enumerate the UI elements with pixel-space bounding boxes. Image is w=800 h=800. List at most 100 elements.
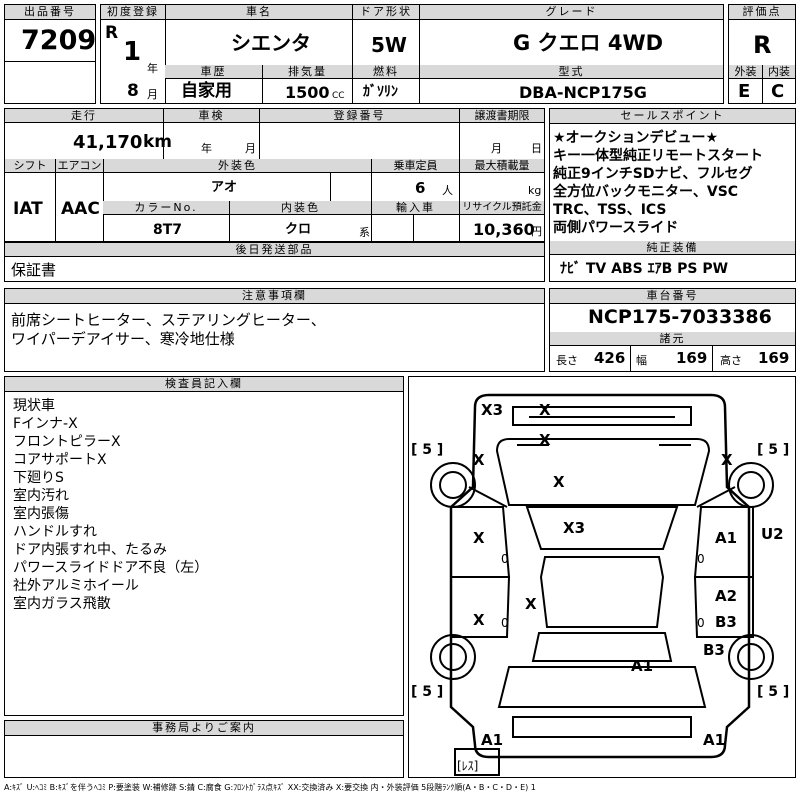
spare-label: [ﾚｽ] [457, 759, 479, 773]
color-no-value: 8T7 [153, 222, 183, 238]
lot-number-value: 7209 [21, 25, 97, 56]
damage-mark: X [539, 431, 551, 449]
transfer-deadline-label: 譲渡書期限 [459, 109, 544, 123]
inspection-year-unit: 年 [201, 142, 212, 155]
later-parts-box: 後日発送部品 保証書 [4, 242, 545, 282]
recycle-unit: 円 [531, 225, 542, 238]
lot-number-lower-box [4, 61, 96, 104]
color-no-label: カラーNo. [103, 201, 229, 215]
equipment-label: 純正装備 [550, 241, 795, 255]
later-parts-label: 後日発送部品 [5, 243, 544, 257]
inspector-line: パワースライドドア不良（左） [13, 560, 209, 576]
inspection-label: 車検 [163, 109, 259, 123]
transfer-month-unit: 月 [491, 142, 502, 155]
mileage-unit: km [143, 132, 173, 152]
displacement-unit: CC [332, 91, 345, 101]
first-reg-year: 1 [123, 37, 142, 67]
damage-mark: A1 [703, 731, 726, 749]
inspector-line: 室内汚れ [13, 488, 69, 504]
ext-score-label: 外装 [729, 65, 762, 79]
notes-line: 前席シートヒーター、ステアリングヒーター、 [11, 311, 326, 329]
sales-point-line: キー一体型純正リモートスタート [553, 148, 763, 164]
lot-number-box: 出品番号 7209 [4, 4, 96, 62]
damage-mark: U2 [761, 525, 784, 543]
max-load-label: 最大積載量 [459, 159, 544, 173]
inspector-box: 検査員記入欄 現状車 Fインナ-X フロントピラーX コアサポートX 下廻りS … [4, 376, 404, 716]
tire-label-rl: [ 5 ] [411, 684, 444, 700]
length-label: 長さ [556, 354, 578, 367]
score-box: 評価点 R 外装 内装 E C [728, 4, 796, 104]
aircon-value: AAC [61, 199, 100, 219]
grade-value: G クエロ 4WD [513, 31, 664, 55]
legend-text: A:ｷｽﾞ U:ﾍｺﾐ B:ｷｽﾞを伴うﾍｺﾐ P:要塗装 W:補修跡 S:錆 … [4, 783, 536, 792]
height-value: 169 [758, 349, 790, 367]
score-value: R [753, 31, 772, 59]
int-color-suffix: 系 [359, 226, 370, 239]
reg-no-label: 登録番号 [259, 109, 459, 123]
ext-score-value: E [738, 81, 751, 102]
inspector-line: コアサポートX [13, 452, 107, 468]
zero-mark: 0 [501, 616, 509, 630]
zero-mark: 0 [697, 552, 705, 566]
first-reg-label: 初度登録 [101, 5, 165, 20]
notes-box: 注意事項欄 前席シートヒーター、ステアリングヒーター、 ワイパーデアイサー、寒冷… [4, 288, 545, 372]
length-value: 426 [594, 349, 626, 367]
first-reg-era: R [105, 23, 119, 43]
damage-mark: A1 [715, 529, 738, 547]
inspector-line: 現状車 [13, 398, 55, 414]
damage-mark: X [553, 473, 565, 491]
damage-mark: X [473, 529, 485, 547]
capacity-unit: 人 [442, 184, 453, 197]
int-color-label: 内装色 [229, 201, 371, 215]
office-box: 事務局よりご案内 [4, 720, 404, 778]
score-label: 評価点 [729, 5, 795, 20]
notes-label: 注意事項欄 [5, 289, 544, 304]
displacement-label: 排気量 [262, 65, 352, 79]
car-outline [430, 393, 774, 776]
model-value: DBA-NCP175G [519, 83, 647, 102]
damage-mark: A2 [715, 587, 738, 605]
vehicle-info-box: 初度登録 車名 ドア形状 グレード R 1 年 8 月 シエンタ 5W G クエ… [100, 4, 724, 104]
tire-label-rr: [ 5 ] [757, 684, 790, 700]
damage-mark: X [473, 611, 485, 629]
dims-label: 諸元 [550, 332, 795, 346]
inspector-label: 検査員記入欄 [5, 377, 403, 392]
int-score-label: 内装 [762, 65, 795, 79]
chassis-box: 車台番号 NCP175-7033386 諸元 長さ 426 幅 169 高さ 1… [549, 288, 796, 372]
chassis-label: 車台番号 [550, 289, 795, 304]
car-diagram: [ 5 ] [ 5 ] [ 5 ] [ 5 ] [ﾚｽ] X3 X X X X … [408, 376, 796, 778]
transfer-day-unit: 日 [531, 142, 542, 155]
car-name-value: シエンタ [231, 31, 311, 55]
shift-label: シフト [5, 159, 55, 173]
damage-mark: X [525, 595, 537, 613]
damage-mark: B3 [703, 641, 725, 659]
inspector-line: 室内ガラス飛散 [13, 596, 111, 612]
grade-label: グレード [419, 5, 723, 20]
notes-line: ワイパーデアイサー、寒冷地仕様 [11, 330, 235, 348]
fuel-value: ｶﾞｿﾘﾝ [363, 84, 398, 100]
sales-point-line: ★オークションデビュー★ [553, 130, 719, 146]
first-reg-month: 8 [127, 81, 139, 101]
inspector-line: ハンドルすれ [13, 524, 97, 540]
int-score-value: C [771, 81, 785, 102]
damage-mark: X [539, 401, 551, 419]
damage-mark: X3 [563, 519, 586, 537]
damage-mark: X3 [481, 401, 504, 419]
shift-value: IAT [13, 199, 43, 219]
height-label: 高さ [720, 354, 742, 367]
lot-number-label: 出品番号 [5, 5, 95, 20]
import-label: 輸入車 [371, 201, 459, 215]
inspector-line: フロントピラーX [13, 434, 121, 450]
sales-point-line: 全方位バックモニター、VSC [553, 184, 739, 200]
tire-label-fl: [ 5 ] [411, 442, 444, 458]
door-label: ドア形状 [352, 5, 419, 20]
capacity-label: 乗車定員 [371, 159, 459, 173]
width-value: 169 [676, 349, 708, 367]
sales-points-label: セールスポイント [550, 109, 795, 124]
later-parts-value: 保証書 [11, 261, 57, 279]
width-label: 幅 [636, 354, 647, 367]
sales-point-line: 両側パワースライド [553, 220, 679, 236]
damage-mark: B3 [715, 613, 737, 631]
ext-color-label: 外装色 [103, 159, 371, 173]
first-reg-month-unit: 月 [147, 88, 158, 101]
